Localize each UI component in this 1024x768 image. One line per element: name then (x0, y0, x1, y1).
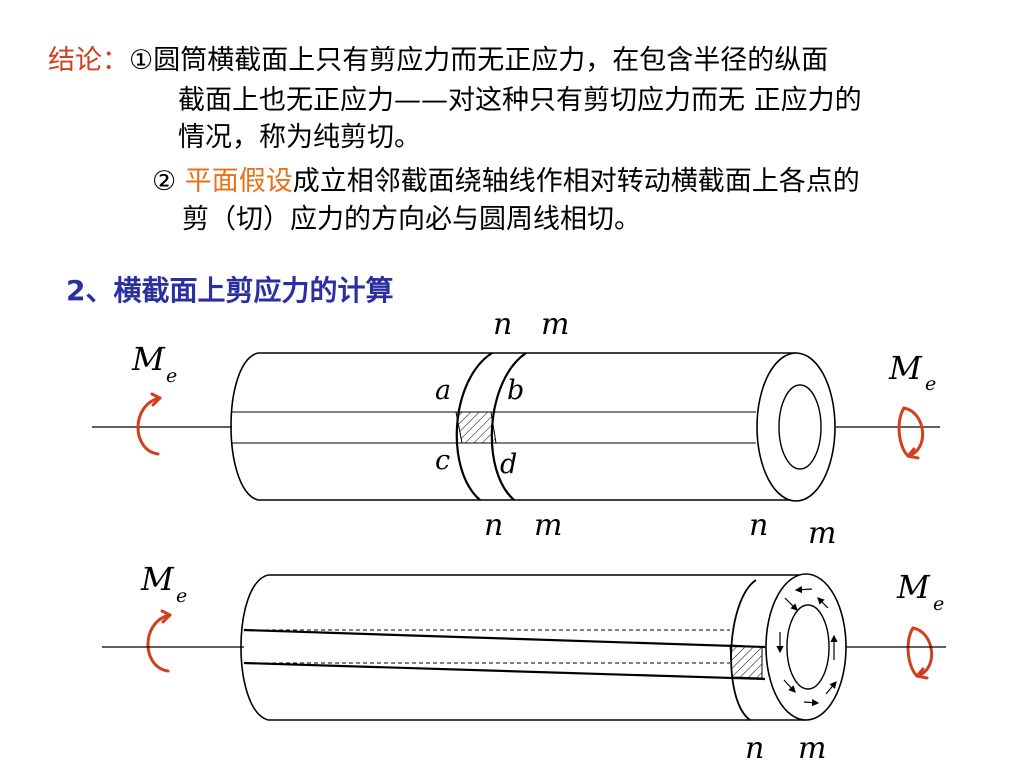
top-right-moment-label: M e (888, 349, 936, 395)
svg-text:e: e (925, 373, 936, 395)
svg-text:e: e (176, 585, 187, 607)
svg-text:e: e (166, 365, 177, 387)
top-label-m: m (541, 307, 569, 342)
svg-text:M: M (131, 340, 166, 378)
stress-arrow-bottom-icon (803, 698, 820, 707)
label-c: c (435, 445, 450, 476)
bottom-left-moment-label: M e (140, 560, 187, 607)
svg-text:M: M (888, 349, 923, 387)
top-tube-left-end (230, 352, 259, 501)
deformed-element (729, 644, 763, 679)
stress-arrow-top-icon (794, 586, 813, 594)
top-tube (92, 352, 940, 502)
bottom-tube (102, 573, 946, 721)
point-2-line-1: ② 平面假设成立相邻截面绕轴线作相对转动横截面上各点的 (152, 165, 860, 199)
point-2-text-line-1: 成立相邻截面绕轴线作相对转动横截面上各点的 (292, 166, 860, 197)
point-1-text-line-3: 情况，称为纯剪切。 (178, 122, 421, 153)
point-1-mark: ① (129, 45, 154, 76)
section-n (455, 352, 493, 501)
svg-text:M: M (896, 568, 931, 606)
stress-arrow-topright-icon (817, 597, 829, 609)
top-tube-bore (778, 384, 822, 470)
label-a: a (435, 375, 451, 406)
deformed-generatrix-2 (243, 661, 766, 681)
bottom-tube-left-end (240, 574, 269, 721)
end-label-n: n (749, 508, 768, 543)
top-left-moment-label: M e (131, 340, 177, 387)
label-b: b (507, 375, 524, 406)
section-title: 2、横截面上剪应力的计算 (66, 274, 394, 307)
bottom-tube-bore (786, 604, 830, 690)
stress-arrow-bottomright-icon (825, 681, 837, 695)
point-2-text-line-2: 剪（切）应力的方向必与圆周线相切。 (182, 204, 641, 235)
bottom-tube-outline (268, 574, 806, 721)
mid-label-n: n (484, 508, 503, 543)
plane-assumption-highlight: 平面假设 (184, 166, 293, 197)
element-abcd (455, 411, 497, 444)
bottom-label-m: m (798, 731, 826, 766)
point-1-text-line-1: 圆筒横截面上只有剪应力而无正应力，在包含半径的纵面 (153, 45, 829, 76)
conclusion-line-1: 结论：①圆筒横截面上只有剪应力而无正应力，在包含半径的纵面 (48, 44, 828, 78)
top-left-torque-arrow-icon (136, 396, 162, 456)
bottom-right-torque-arrow-icon (911, 626, 933, 678)
label-d: d (500, 449, 517, 480)
top-label-n: n (493, 307, 512, 342)
bottom-label-n: n (745, 731, 764, 766)
svg-text:M: M (140, 560, 175, 598)
mid-label-m: m (534, 508, 562, 543)
top-tube-outline (258, 352, 796, 501)
deformed-generatrix-1 (243, 628, 766, 649)
bottom-right-moment-label: M e (896, 568, 944, 615)
top-right-torque-arrow-icon (902, 406, 924, 458)
bottom-left-torque-arrow-icon (146, 613, 172, 673)
svg-text:e: e (933, 593, 944, 615)
stress-arrow-topleft-icon (784, 597, 798, 611)
point-2-mark: ② (152, 166, 185, 197)
conclusion-label: 结论： (48, 45, 129, 76)
stress-arrow-bottomleft-icon (783, 679, 796, 693)
shear-stress-arrows (776, 586, 838, 707)
point-1-text-line-2: 截面上也无正应力——对这种只有剪切应力而无 正应力的 (178, 85, 862, 116)
end-label-m: m (808, 516, 836, 551)
